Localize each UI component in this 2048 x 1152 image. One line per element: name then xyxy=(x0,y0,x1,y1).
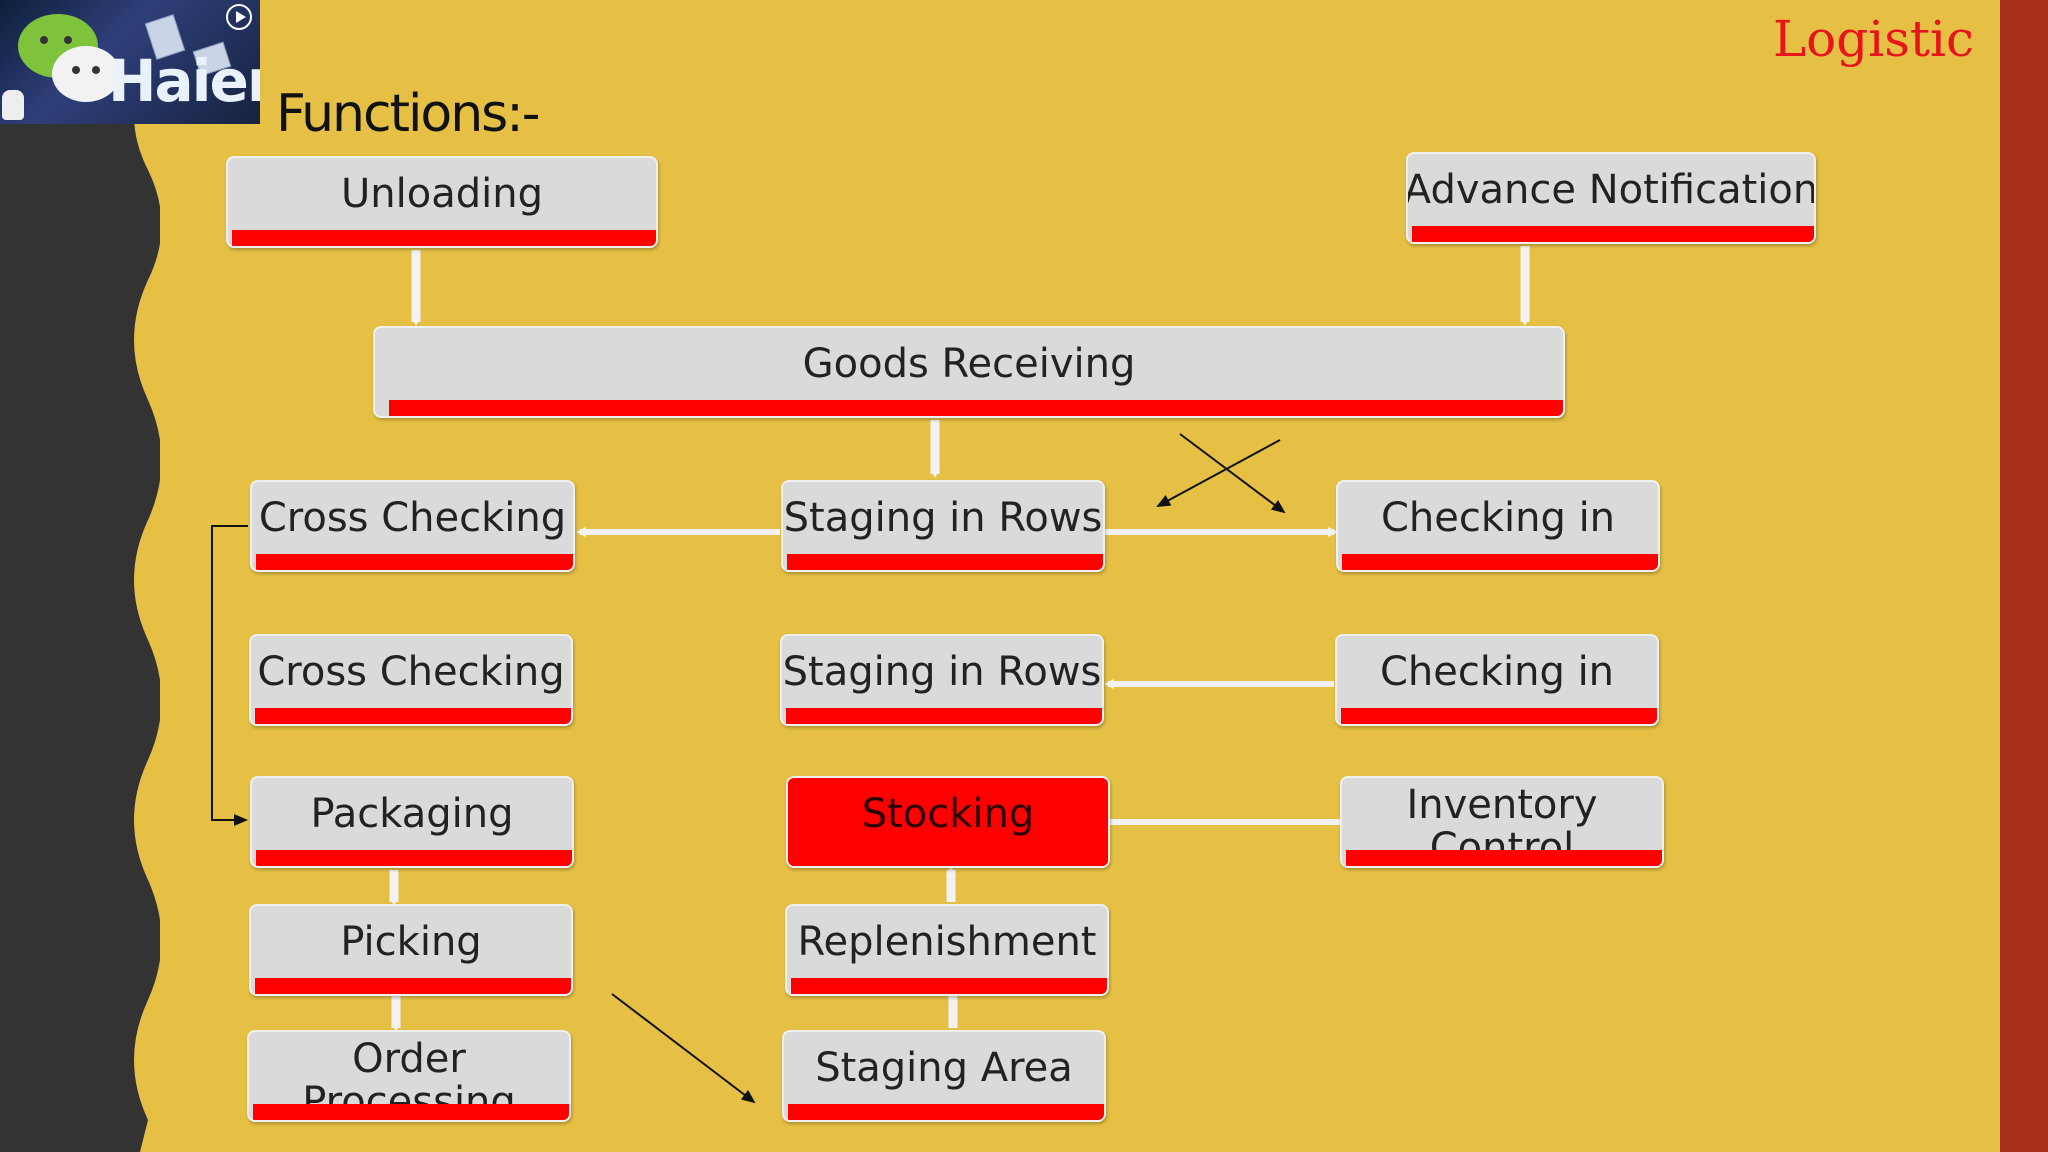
box-label: Goods Receiving xyxy=(802,341,1136,387)
box-unloading: Unloading xyxy=(226,156,658,248)
box-accent-bar xyxy=(1346,850,1662,866)
box-label: Stocking xyxy=(861,791,1035,837)
box-accent-bar xyxy=(788,1104,1104,1120)
box-accent-bar xyxy=(786,708,1102,724)
box-accent-bar xyxy=(1342,554,1658,570)
box-label: Picking xyxy=(340,919,482,965)
box-accent-bar xyxy=(253,1104,569,1120)
cross-arrow-down-right xyxy=(1179,433,1286,514)
box-order-processing: Order Processing xyxy=(247,1030,571,1122)
box-accent-bar xyxy=(255,978,571,994)
box-label: Order Processing xyxy=(302,1036,516,1122)
decorative-right-band xyxy=(2000,0,2048,1152)
box-label: Unloading xyxy=(341,171,543,217)
box-label: Replenishment xyxy=(797,919,1097,965)
slide-title: Functions:- xyxy=(276,84,541,144)
box-staging-in-rows-2: Staging in Rows xyxy=(780,634,1104,726)
box-label: Checking in xyxy=(1380,495,1616,541)
logo-text: Haier xyxy=(108,47,260,115)
box-replenishment: Replenishment xyxy=(785,904,1109,996)
haier-logo: Haier xyxy=(0,0,260,124)
box-cross-checking-1: Cross Checking xyxy=(250,480,575,572)
box-accent-bar xyxy=(787,554,1103,570)
box-label: Checking in xyxy=(1379,649,1615,695)
brand-label: Logistic xyxy=(1772,10,1974,68)
box-accent-bar xyxy=(389,400,1563,416)
box-checking-in-1: Checking in xyxy=(1336,480,1660,572)
box-accent-bar xyxy=(1341,708,1657,724)
box-checking-in-2: Checking in xyxy=(1335,634,1659,726)
box-picking: Picking xyxy=(249,904,573,996)
box-accent-bar xyxy=(232,230,656,246)
box-staging-in-rows-1: Staging in Rows xyxy=(781,480,1105,572)
robot-icon xyxy=(2,90,24,120)
decorative-left-band xyxy=(0,0,160,1152)
box-label: Staging in Rows xyxy=(782,649,1102,695)
connector-cross-checking-to-packaging xyxy=(211,525,248,826)
box-goods-receiving: Goods Receiving xyxy=(373,326,1565,418)
box-inventory-control: Inventory Control xyxy=(1340,776,1664,868)
box-stocking: Stocking xyxy=(786,776,1110,868)
box-label: Packaging xyxy=(310,791,514,837)
box-label: Inventory Control xyxy=(1406,782,1598,868)
cross-arrow-down-left xyxy=(1156,439,1281,507)
box-cross-checking-2: Cross Checking xyxy=(249,634,573,726)
play-icon[interactable] xyxy=(226,4,252,30)
box-accent-bar xyxy=(1412,226,1814,242)
box-label: Staging in Rows xyxy=(783,495,1103,541)
box-advance-notification: Advance Notification xyxy=(1406,152,1816,244)
connector-picking-to-staging-area xyxy=(611,993,756,1104)
box-accent-bar xyxy=(255,708,571,724)
box-accent-bar xyxy=(256,850,572,866)
box-accent-bar xyxy=(791,978,1107,994)
box-label: Advance Notification xyxy=(1406,167,1816,213)
box-label: Staging Area xyxy=(815,1045,1073,1091)
chat-bubble-icon xyxy=(52,46,120,102)
box-accent-bar xyxy=(792,850,1108,866)
box-accent-bar xyxy=(256,554,573,570)
box-packaging: Packaging xyxy=(250,776,574,868)
box-staging-area: Staging Area xyxy=(782,1030,1106,1122)
box-label: Cross Checking xyxy=(258,495,567,541)
box-label: Cross Checking xyxy=(257,649,565,695)
